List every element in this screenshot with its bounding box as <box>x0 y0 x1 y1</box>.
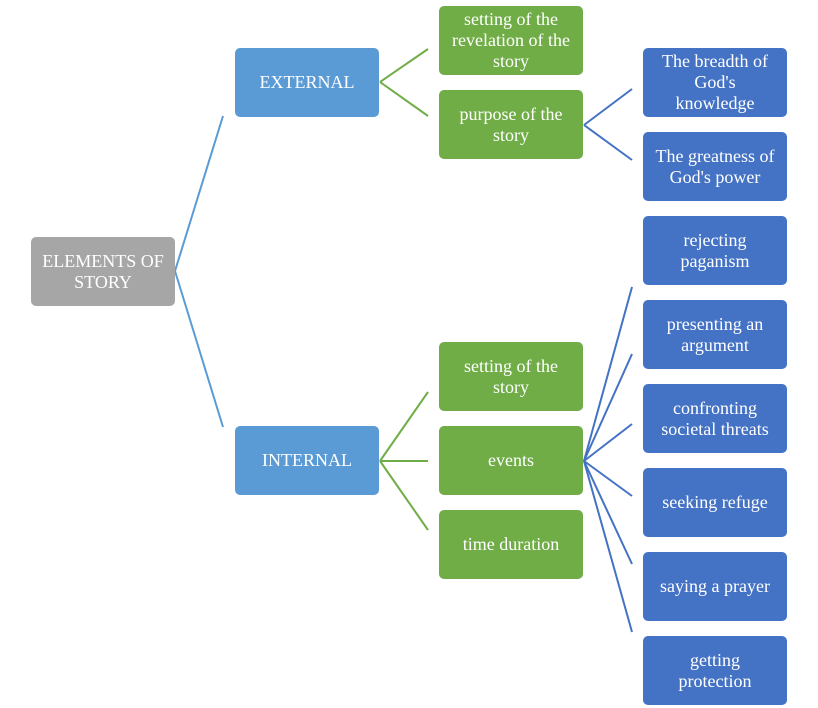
node-confronting-threats: confronting societal threats <box>643 384 787 453</box>
connector-internal-time <box>379 460 429 531</box>
connector-events-getting <box>583 460 633 633</box>
connector-external-setting-revelation <box>379 48 429 83</box>
connector-events-seeking <box>583 460 633 497</box>
root-node-elements-of-story: ELEMENTS OF STORY <box>31 237 175 306</box>
connector-events-presenting <box>583 353 633 462</box>
connector-purpose-greatness <box>583 124 633 161</box>
node-purpose-of-story: purpose of the story <box>439 90 583 159</box>
node-saying-prayer: saying a prayer <box>643 552 787 621</box>
connector-events-confronting <box>583 423 633 462</box>
connector-events-saying <box>583 460 633 565</box>
connector-root-external <box>174 115 224 272</box>
node-rejecting-paganism: rejecting paganism <box>643 216 787 285</box>
node-setting-of-revelation: setting of the revelation of the story <box>439 6 583 75</box>
node-external: EXTERNAL <box>235 48 379 117</box>
node-setting-of-story: setting of the story <box>439 342 583 411</box>
node-events: events <box>439 426 583 495</box>
connector-events-rejecting <box>583 286 633 462</box>
connector-root-internal <box>174 270 224 428</box>
node-getting-protection: getting protection <box>643 636 787 705</box>
connector-purpose-breadth <box>583 88 633 126</box>
connector-internal-setting <box>379 391 429 462</box>
node-internal: INTERNAL <box>235 426 379 495</box>
connector-external-purpose <box>379 81 429 117</box>
node-breadth-of-knowledge: The breadth of God's knowledge <box>643 48 787 117</box>
node-time-duration: time duration <box>439 510 583 579</box>
node-seeking-refuge: seeking refuge <box>643 468 787 537</box>
node-presenting-argument: presenting an argument <box>643 300 787 369</box>
node-greatness-of-power: The greatness of God's power <box>643 132 787 201</box>
